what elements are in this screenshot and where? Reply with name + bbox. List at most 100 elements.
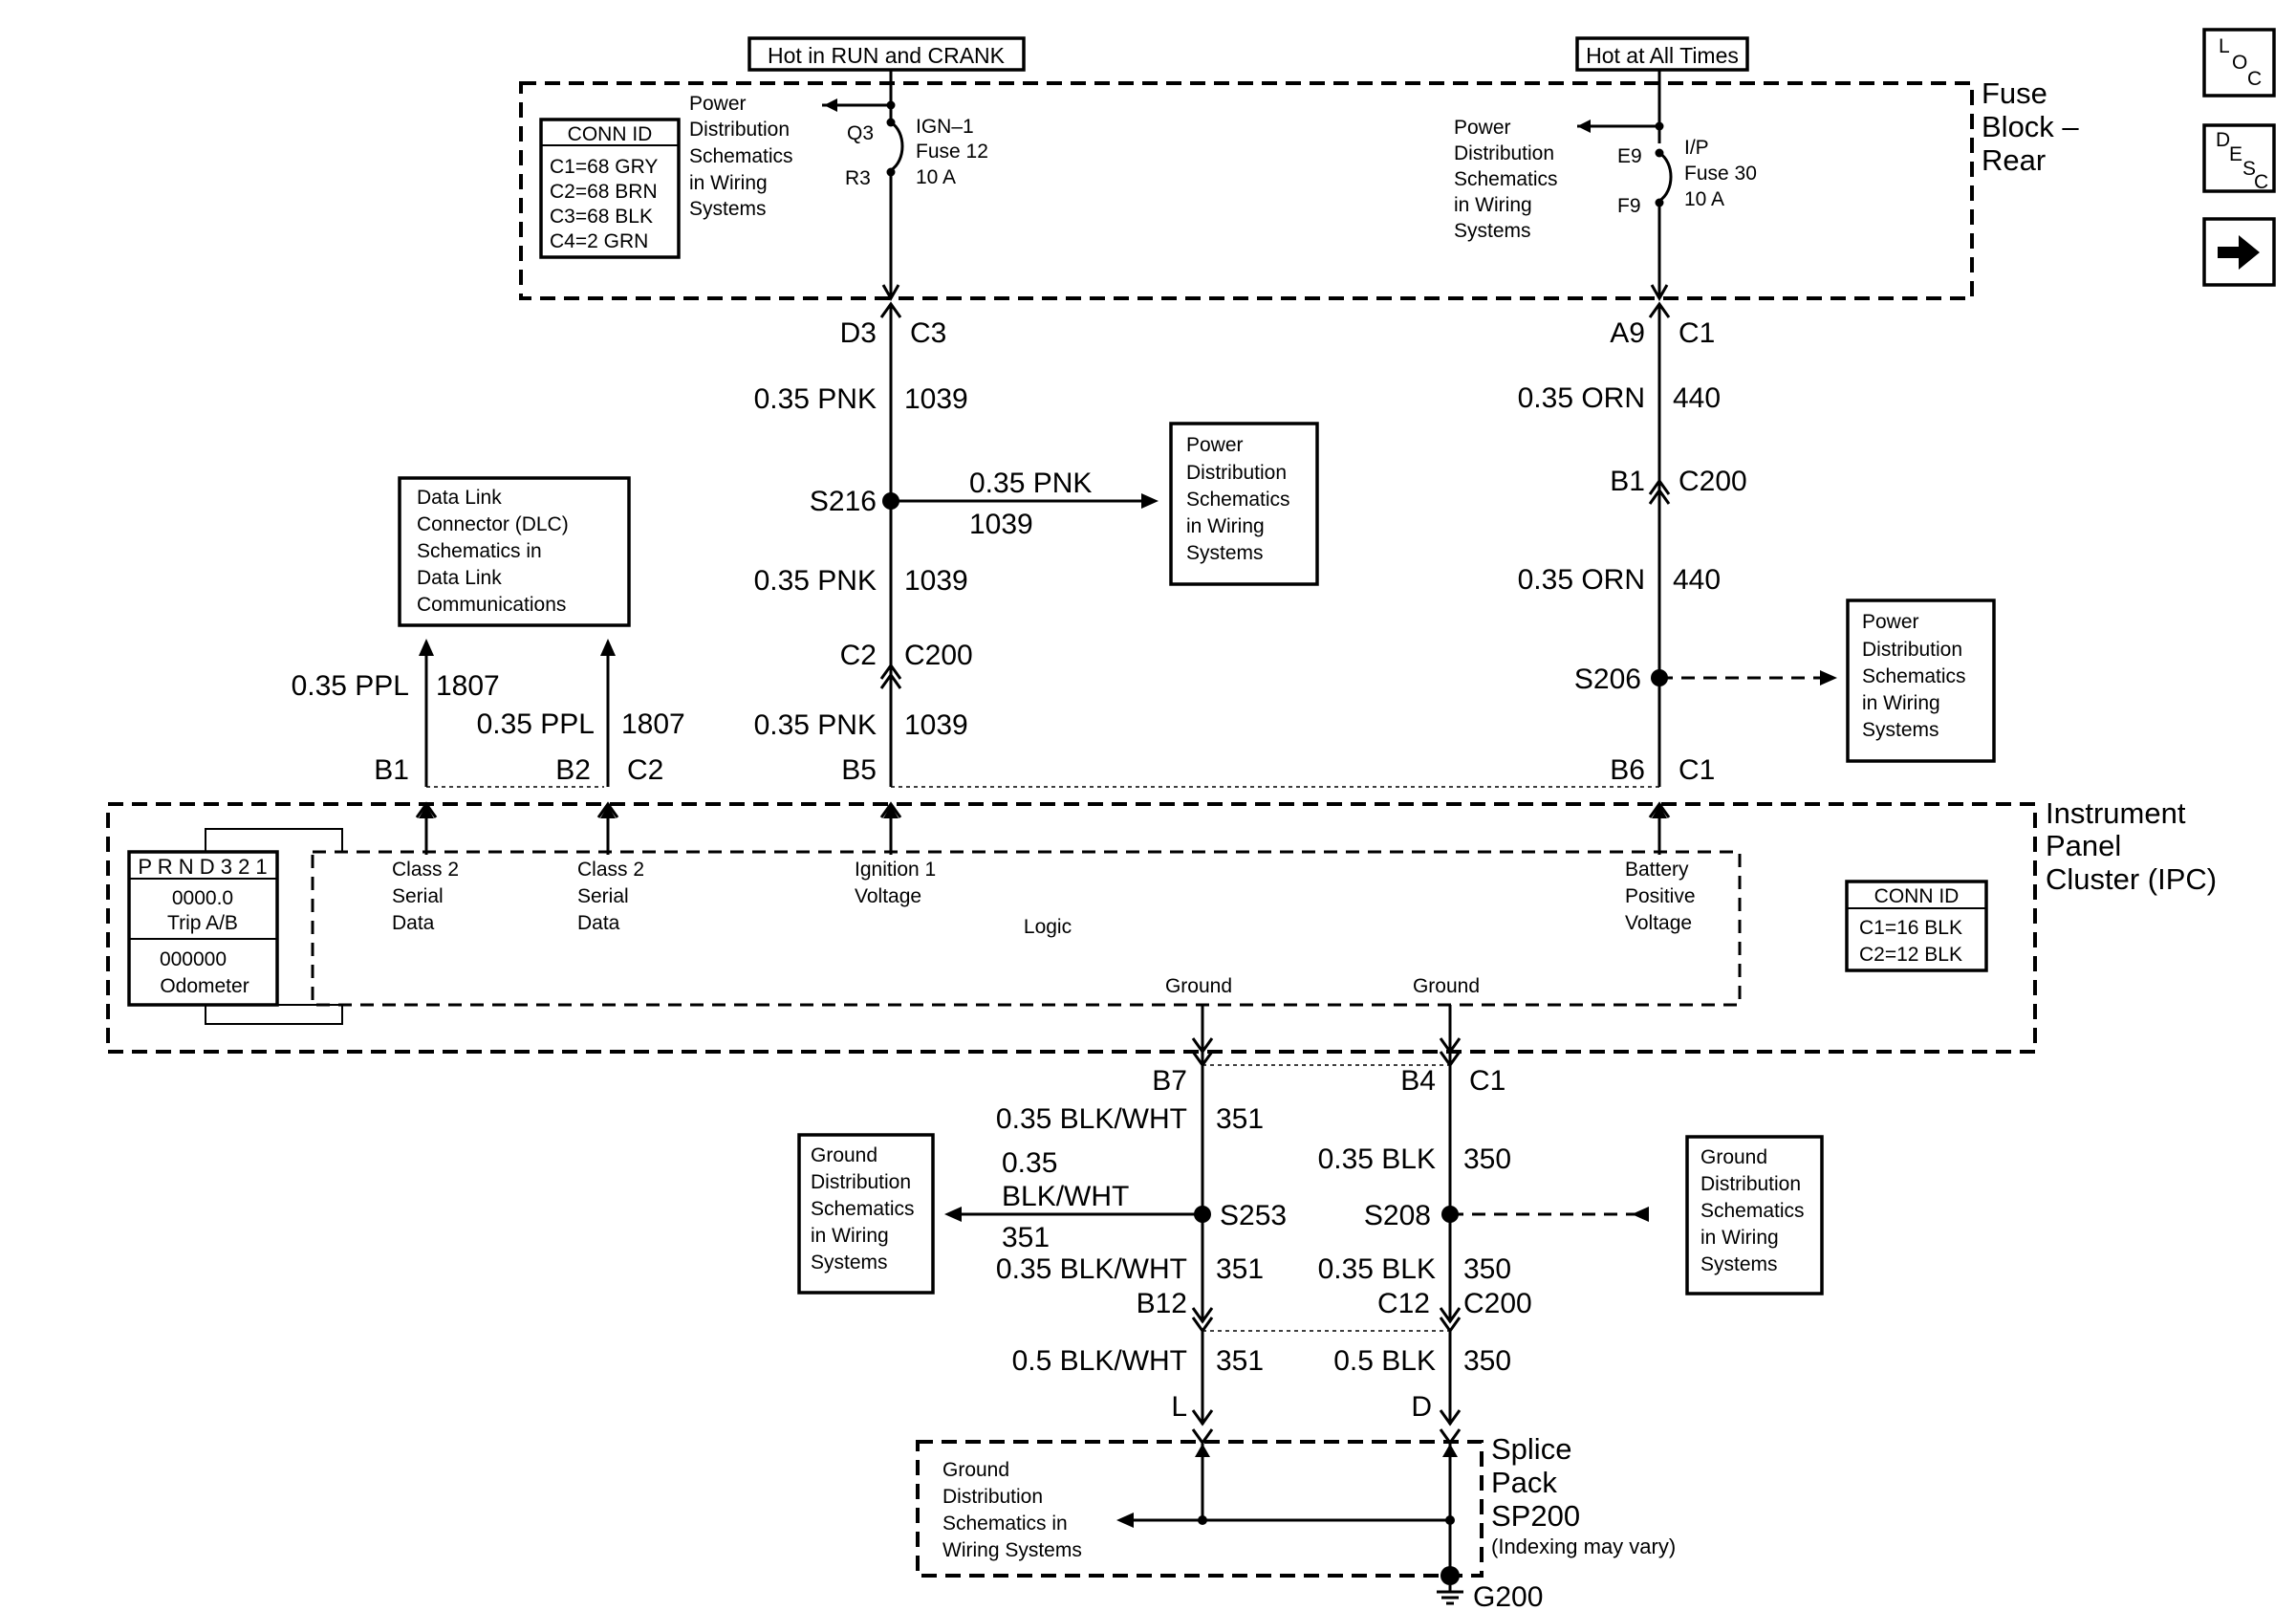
c12-pin: C12 [1377, 1288, 1430, 1319]
svg-text:CONN ID: CONN ID [568, 123, 653, 145]
svg-text:Battery: Battery [1625, 859, 1689, 881]
splice-pack-title: Splice Pack SP200 (Indexing may vary) [1491, 1432, 1676, 1558]
svg-text:Connector (DLC): Connector (DLC) [417, 513, 569, 535]
splice-pack-ground-ref: Ground Distribution Schematics in Wiring… [942, 1459, 1082, 1561]
svg-text:Systems: Systems [811, 1252, 888, 1274]
svg-text:in Wiring: in Wiring [1454, 194, 1532, 216]
w350-1-circuit: 350 [1463, 1143, 1511, 1175]
svg-text:Ignition 1: Ignition 1 [855, 859, 936, 881]
wire3-gauge: 0.35 PNK [754, 709, 877, 741]
c1-conn-ground: C1 [1469, 1065, 1505, 1097]
svg-text:Ground: Ground [942, 1459, 1009, 1481]
svg-text:Schematics: Schematics [1454, 168, 1558, 190]
c3-conn: C3 [910, 317, 946, 349]
svg-text:Cluster (IPC): Cluster (IPC) [2046, 862, 2217, 896]
b4-pin: B4 [1400, 1065, 1436, 1097]
svg-text:Distribution: Distribution [942, 1486, 1043, 1508]
svg-text:Hot in RUN and CRANK: Hot in RUN and CRANK [768, 43, 1006, 68]
svg-text:Block –: Block – [1982, 110, 2079, 143]
wire2-circuit: 1039 [904, 565, 968, 597]
w350-1-gauge: 0.35 BLK [1318, 1143, 1436, 1175]
fuse-right-ref: Power Distribution Schematics in Wiring … [1454, 117, 1558, 242]
s206-label: S206 [1574, 664, 1641, 695]
c200-conn-ground: C200 [1463, 1288, 1532, 1319]
wire1-circuit: 1039 [904, 383, 968, 415]
w1807b-gauge: 0.35 PPL [477, 708, 595, 740]
branch351-circuit: 351 [1002, 1222, 1050, 1253]
loc-button[interactable]: L O C [2202, 28, 2276, 98]
svg-text:Fuse 12: Fuse 12 [916, 141, 988, 163]
l-pin: L [1171, 1391, 1187, 1423]
svg-text:Systems: Systems [1700, 1253, 1778, 1275]
svg-text:Serial: Serial [577, 885, 629, 907]
w350-3-circuit: 350 [1463, 1345, 1511, 1377]
hot-run-crank-label: Hot in RUN and CRANK [747, 36, 1026, 72]
svg-text:D: D [2216, 129, 2230, 151]
s208-splice [1441, 1206, 1649, 1223]
d-pin: D [1411, 1391, 1432, 1423]
svg-text:Power: Power [1862, 611, 1919, 633]
dlc-ref: Data Link Connector (DLC) Schematics in … [398, 476, 631, 627]
ipc-in-arrow-2 [600, 805, 616, 818]
w351-2-circuit: 351 [1216, 1253, 1264, 1285]
w350-2-gauge: 0.35 BLK [1318, 1253, 1436, 1285]
w351-1-circuit: 351 [1216, 1103, 1264, 1135]
ipc-title: Instrument Panel Cluster (IPC) [2046, 796, 2217, 896]
s216-label: S216 [810, 486, 877, 517]
svg-text:I/P: I/P [1684, 137, 1709, 159]
w440-2-gauge: 0.35 ORN [1518, 564, 1645, 596]
svg-text:Data: Data [392, 912, 435, 934]
svg-text:Ground: Ground [1700, 1146, 1767, 1168]
w440-1-circuit: 440 [1673, 382, 1721, 414]
ipc-boundary [106, 802, 2037, 1054]
right-arrow-icon [2218, 235, 2260, 270]
svg-text:Schematics in: Schematics in [942, 1513, 1068, 1535]
b12-pin: B12 [1137, 1288, 1187, 1319]
fuse-block-title: Fuse Block – Rear [1982, 76, 2079, 177]
s206-power-ref: Power Distribution Schematics in Wiring … [1846, 599, 1996, 763]
svg-text:Hot at All Times: Hot at All Times [1586, 43, 1739, 68]
svg-text:in Wiring: in Wiring [811, 1225, 889, 1247]
svg-text:C1=16 BLK: C1=16 BLK [1859, 917, 1962, 939]
svg-text:Schematics: Schematics [1862, 665, 1966, 687]
w351-1-gauge: 0.35 BLK/WHT [996, 1103, 1187, 1135]
b7-pin: B7 [1152, 1065, 1187, 1097]
c1-conn-top: C1 [1679, 317, 1715, 349]
c2-conn-ipc: C2 [627, 754, 663, 786]
svg-text:Systems: Systems [1454, 220, 1531, 242]
svg-text:Data Link: Data Link [417, 487, 502, 509]
circuit-1039 [879, 301, 902, 855]
svg-text:Pack: Pack [1491, 1466, 1557, 1499]
s216-power-ref: Power Distribution Schematics in Wiring … [1169, 422, 1319, 586]
branch351-gauge-2: BLK/WHT [1002, 1181, 1129, 1212]
svg-text:Trip A/B: Trip A/B [167, 912, 238, 934]
svg-text:in Wiring: in Wiring [1700, 1227, 1779, 1249]
svg-text:Communications: Communications [417, 594, 566, 616]
a9-pin: A9 [1610, 317, 1645, 349]
ipc-logic-boundary [311, 850, 1742, 1007]
w1807b-circuit: 1807 [621, 708, 685, 740]
ipc-in-arrow-3 [883, 805, 899, 818]
c200-conn: C200 [904, 640, 973, 671]
wire3-circuit: 1039 [904, 709, 968, 741]
svg-text:10 A: 10 A [916, 166, 956, 188]
svg-text:Schematics: Schematics [1186, 489, 1290, 511]
w440-2-circuit: 440 [1673, 564, 1721, 596]
w1807a-circuit: 1807 [436, 670, 500, 702]
svg-text:Distribution: Distribution [689, 119, 790, 141]
desc-button[interactable]: D E S C [2202, 123, 2276, 193]
svg-text:Systems: Systems [1862, 719, 1939, 741]
svg-text:C3=68 BLK: C3=68 BLK [550, 206, 653, 228]
svg-text:10 A: 10 A [1684, 188, 1724, 210]
svg-text:E: E [2229, 143, 2242, 165]
svg-text:C4=2 GRN: C4=2 GRN [550, 230, 648, 252]
b6-pin: B6 [1610, 754, 1645, 786]
next-button[interactable] [2202, 217, 2276, 287]
svg-text:Schematics: Schematics [811, 1198, 915, 1220]
d3-pin: D3 [840, 317, 877, 349]
svg-text:in Wiring: in Wiring [1862, 692, 1940, 714]
svg-text:Fuse 30: Fuse 30 [1684, 163, 1757, 185]
s208-label: S208 [1364, 1200, 1431, 1231]
svg-text:in Wiring: in Wiring [1186, 515, 1265, 537]
